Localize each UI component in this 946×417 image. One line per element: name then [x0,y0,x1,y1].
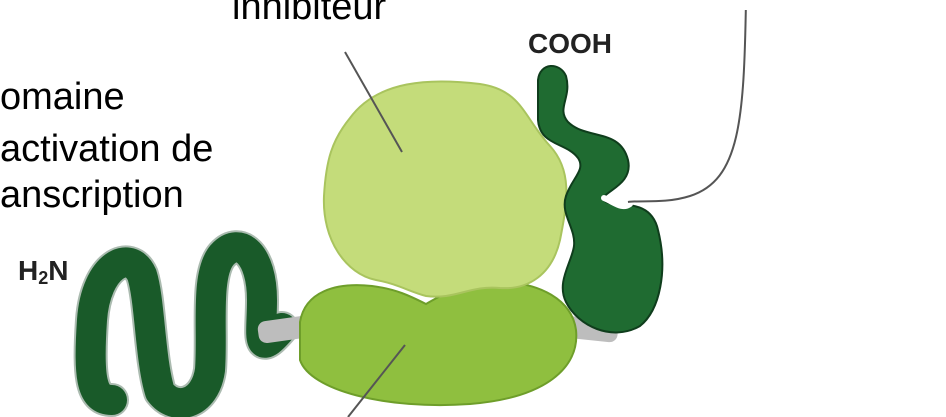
n-terminus-n: N [48,255,68,286]
n-terminus-subscript: 2 [38,268,48,288]
activation-domain-label-line-2: activation de [0,126,213,172]
inhibitor-label: inhibiteur [232,0,386,30]
dna-binding-domain [300,282,576,405]
c-terminal-pointer-line [628,0,746,202]
activation-domain-label-line-1: omaine [0,74,125,120]
n-terminus-h: H [18,255,38,286]
n-terminus-label: H2N [18,255,68,294]
activation-domain-label-line-3: anscription [0,172,184,218]
background-patch [466,0,946,10]
inhibitor-blob [324,81,566,296]
cooh-terminus-label: COOH [528,28,612,60]
